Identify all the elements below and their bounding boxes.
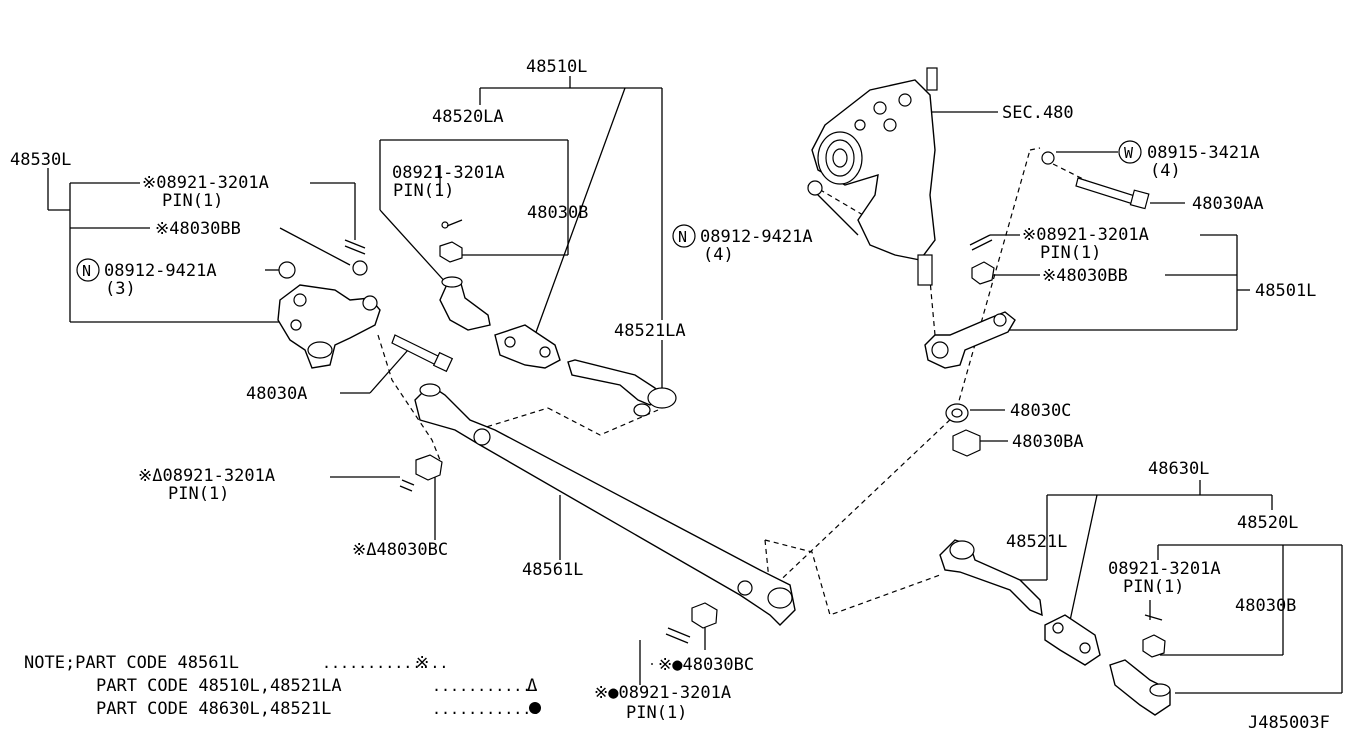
washer-48030C bbox=[945, 403, 969, 423]
note-line-2: PART CODE 48510L,48521LA bbox=[96, 676, 342, 696]
label-xd08921: ※Δ08921-3201A bbox=[138, 466, 275, 486]
label-pin-bottom: PIN(1) bbox=[626, 703, 687, 723]
label-48030B-top: 48030B bbox=[527, 203, 588, 223]
part-labels: 48510L 48520LA 08921-3201A PIN(1) 48030B… bbox=[10, 57, 1316, 723]
label-48510L: 48510L bbox=[526, 57, 587, 77]
svg-text:N: N bbox=[82, 262, 91, 280]
label-48520LA: 48520LA bbox=[432, 107, 504, 127]
label-qty4-right: (4) bbox=[1150, 161, 1181, 181]
label-48530L: 48530L bbox=[10, 150, 71, 170]
label-qty3: (3) bbox=[105, 279, 136, 299]
label-xb48030BC: ※●48030BC bbox=[658, 655, 754, 675]
label-xd48030BC: ※Δ48030BC bbox=[352, 540, 448, 560]
note-line-1-symbol: ※ bbox=[415, 653, 429, 673]
label-48030B-br: 48030B bbox=[1235, 596, 1296, 616]
note-line-1-dots: .............. bbox=[322, 654, 448, 672]
adjusting-sleeve bbox=[494, 324, 561, 369]
dashed-lines bbox=[377, 147, 1096, 616]
note-line-3-dots: ............ bbox=[432, 700, 540, 718]
tie-rod-48521LA bbox=[567, 359, 677, 417]
svg-text:N: N bbox=[678, 228, 687, 246]
svg-text:W: W bbox=[1124, 144, 1134, 162]
label-48561L: 48561L bbox=[522, 560, 583, 580]
nut-48030BA bbox=[952, 429, 981, 457]
diagram-id: J485003F bbox=[1248, 713, 1330, 733]
label-pin-top: PIN(1) bbox=[393, 181, 454, 201]
label-48630L: 48630L bbox=[1148, 459, 1209, 479]
label-48501L: 48501L bbox=[1255, 281, 1316, 301]
label-48030BA: 48030BA bbox=[1012, 432, 1084, 452]
label-x08921-right: ※08921-3201A bbox=[1022, 225, 1149, 245]
tie-rod-end-48520LA bbox=[439, 219, 491, 331]
label-pin-mid: PIN(1) bbox=[168, 484, 229, 504]
circle-n-right: N bbox=[672, 224, 696, 248]
label-08921-top: 08921-3201A bbox=[392, 163, 505, 183]
bolt-48030A bbox=[391, 334, 454, 373]
label-x48030BB-left: ※48030BB bbox=[155, 219, 241, 239]
bolt-48030AA bbox=[1075, 177, 1150, 210]
label-48521LA: 48521LA bbox=[614, 321, 686, 341]
tie-rod-end-48520L bbox=[1109, 614, 1171, 716]
circle-n-left: N bbox=[76, 258, 100, 282]
adjusting-sleeve-right bbox=[1044, 614, 1101, 666]
label-08912-left: 08912-9421A bbox=[104, 261, 217, 281]
label-pin-br: PIN(1) bbox=[1123, 577, 1184, 597]
label-x08921-left: ※08921-3201A bbox=[142, 173, 269, 193]
tie-rod-48521L bbox=[939, 539, 1043, 617]
pitman-arm-48501L bbox=[924, 234, 1016, 369]
label-xb08921: ※●08921-3201A bbox=[594, 683, 731, 703]
label-48030A: 48030A bbox=[246, 384, 307, 404]
notes: NOTE;PART CODE 48561L .............. ※ P… bbox=[24, 653, 541, 719]
label-qty4-left: (4) bbox=[703, 245, 734, 265]
note-line-2-dots: ............ bbox=[432, 677, 540, 695]
label-48521L: 48521L bbox=[1006, 532, 1067, 552]
circle-w-right: N W bbox=[1118, 140, 1142, 164]
left-idler-arm-bracket bbox=[277, 239, 381, 369]
label-08921-br: 08921-3201A bbox=[1108, 559, 1221, 579]
note-line-1: NOTE;PART CODE 48561L bbox=[24, 653, 239, 673]
label-48030C: 48030C bbox=[1010, 401, 1071, 421]
note-line-3-symbol bbox=[529, 702, 541, 714]
nut-mid bbox=[399, 454, 443, 492]
nut-bottom bbox=[665, 602, 718, 644]
label-x48030BB-right: ※48030BB bbox=[1042, 266, 1128, 286]
label-08912-right: 08912-9421A bbox=[700, 227, 813, 247]
label-sec480: SEC.480 bbox=[1002, 103, 1074, 123]
label-08915: 08915-3421A bbox=[1147, 143, 1260, 163]
label-48520L: 48520L bbox=[1237, 513, 1298, 533]
label-pin-right: PIN(1) bbox=[1040, 243, 1101, 263]
note-line-3: PART CODE 48630L,48521L bbox=[96, 699, 331, 719]
steering-gearbox bbox=[807, 67, 1055, 286]
note-line-2-symbol: Δ bbox=[527, 676, 537, 696]
center-link-48561L bbox=[414, 383, 796, 626]
leader-lines bbox=[47, 76, 1343, 694]
label-pin-left: PIN(1) bbox=[162, 191, 223, 211]
label-48030AA: 48030AA bbox=[1192, 194, 1264, 214]
